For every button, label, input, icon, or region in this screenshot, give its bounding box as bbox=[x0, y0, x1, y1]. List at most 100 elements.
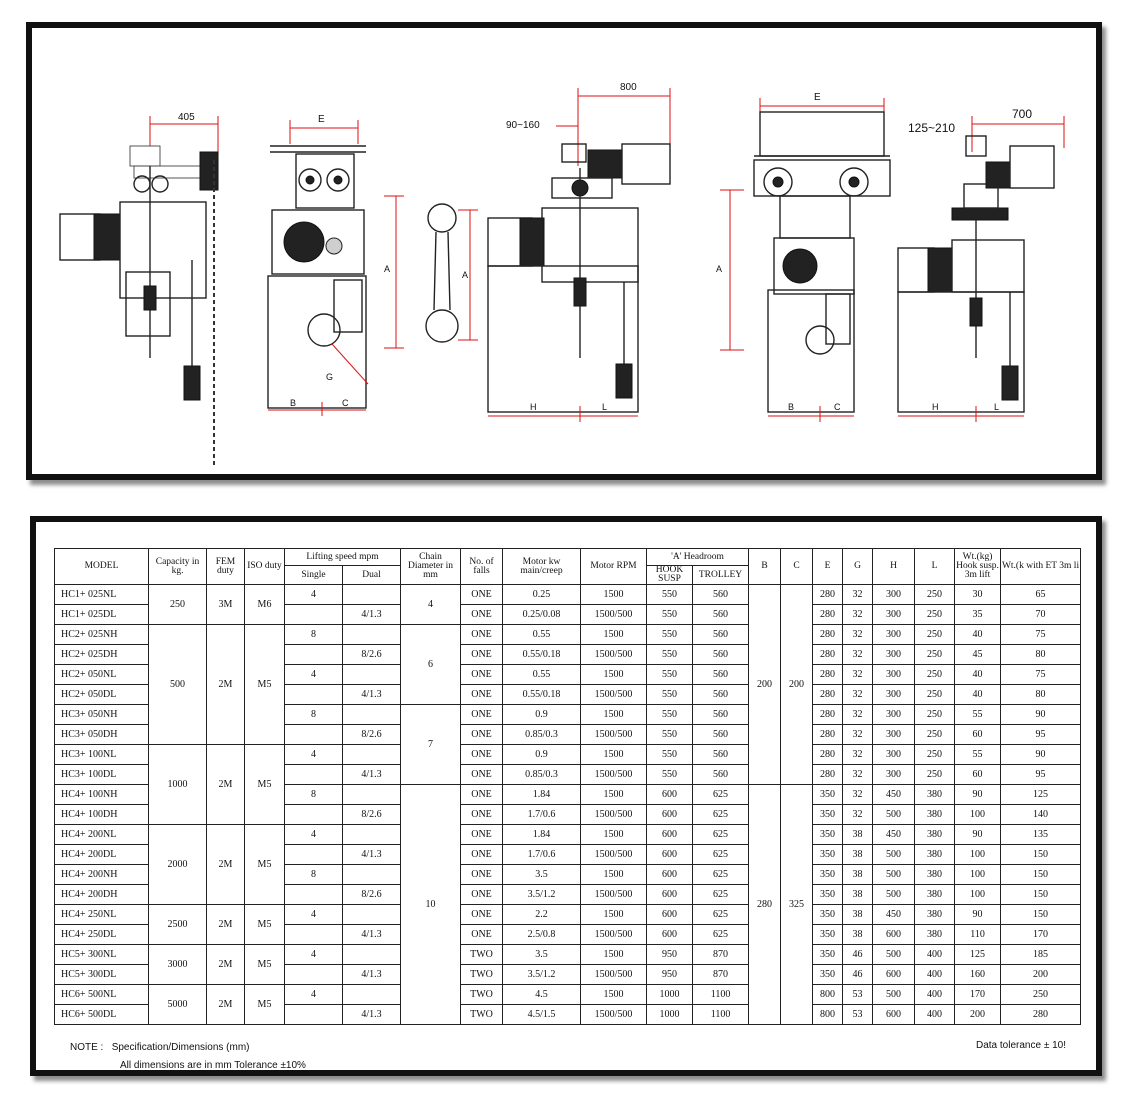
header-c: C bbox=[780, 548, 814, 585]
cell-h: 600 bbox=[872, 1004, 916, 1025]
cell-dual: 4/1.3 bbox=[341, 684, 402, 705]
cell-trolley: 560 bbox=[692, 644, 750, 665]
cell-trolley: 560 bbox=[692, 604, 750, 625]
cell-motor-rpm: 1500 bbox=[580, 944, 648, 965]
cell-h: 300 bbox=[872, 584, 916, 605]
cell-hook-susp: 1000 bbox=[646, 984, 694, 1005]
cell-l: 380 bbox=[914, 924, 956, 945]
cell-fem: 2M bbox=[206, 624, 245, 745]
cell-trolley: 625 bbox=[692, 924, 750, 945]
cell-g: 32 bbox=[842, 624, 874, 645]
cell-h: 500 bbox=[872, 804, 916, 825]
cell-capacity: 5000 bbox=[148, 984, 207, 1025]
cell-falls: ONE bbox=[460, 804, 504, 825]
cell-dual bbox=[341, 944, 402, 965]
cell-wt-hook: 170 bbox=[954, 984, 1002, 1005]
cell-e: 280 bbox=[812, 644, 844, 665]
cell-hook-susp: 550 bbox=[646, 624, 694, 645]
cell-g: 38 bbox=[842, 904, 874, 925]
cell-falls: TWO bbox=[460, 964, 504, 985]
cell-dual: 8/2.6 bbox=[341, 884, 402, 905]
cell-capacity: 2000 bbox=[148, 824, 207, 905]
cell-wt-et: 95 bbox=[1000, 724, 1082, 745]
cell-motor-kw: 0.55/0.18 bbox=[502, 684, 582, 705]
cell-model: HC5+ 300NL bbox=[54, 944, 149, 965]
cell-motor-rpm: 1500/500 bbox=[580, 924, 648, 945]
cell-trolley: 625 bbox=[692, 904, 750, 925]
cell-hook-susp: 600 bbox=[646, 844, 694, 865]
cell-h: 300 bbox=[872, 624, 916, 645]
cell-fem: 3M bbox=[206, 584, 245, 625]
header-model: MODEL bbox=[54, 548, 149, 585]
cell-e: 280 bbox=[812, 624, 844, 645]
cell-fem: 2M bbox=[206, 824, 245, 905]
cell-g: 38 bbox=[842, 824, 874, 845]
cell-wt-et: 80 bbox=[1000, 684, 1082, 705]
cell-single: 4 bbox=[284, 824, 343, 845]
dim-h2-label: H bbox=[932, 402, 939, 412]
cell-b: 200 bbox=[748, 584, 782, 785]
cell-e: 350 bbox=[812, 884, 844, 905]
note-line1: Specification/Dimensions (mm) bbox=[111, 1042, 250, 1053]
cell-falls: ONE bbox=[460, 844, 504, 865]
cell-trolley: 625 bbox=[692, 824, 750, 845]
dim-range-label: 90~160 bbox=[506, 120, 540, 131]
cell-trolley: 560 bbox=[692, 744, 750, 765]
cell-model: HC4+ 100DH bbox=[54, 804, 149, 825]
cell-trolley: 625 bbox=[692, 804, 750, 825]
cell-wt-hook: 125 bbox=[954, 944, 1002, 965]
cell-motor-kw: 3.5 bbox=[502, 944, 582, 965]
cell-e: 280 bbox=[812, 664, 844, 685]
cell-h: 500 bbox=[872, 884, 916, 905]
cell-falls: ONE bbox=[460, 664, 504, 685]
cell-single: 4 bbox=[284, 584, 343, 605]
cell-motor-rpm: 1500/500 bbox=[580, 1004, 648, 1025]
cell-wt-hook: 90 bbox=[954, 824, 1002, 845]
cell-dual bbox=[341, 784, 402, 805]
header-e: E bbox=[812, 548, 844, 585]
cell-trolley: 870 bbox=[692, 944, 750, 965]
cell-e: 350 bbox=[812, 784, 844, 805]
cell-motor-rpm: 1500/500 bbox=[580, 964, 648, 985]
cell-e: 350 bbox=[812, 964, 844, 985]
cell-l: 250 bbox=[914, 624, 956, 645]
cell-single: 4 bbox=[284, 944, 343, 965]
cell-trolley: 560 bbox=[692, 724, 750, 745]
cell-g: 32 bbox=[842, 764, 874, 785]
cell-h: 600 bbox=[872, 924, 916, 945]
cell-hook-susp: 600 bbox=[646, 864, 694, 885]
cell-motor-rpm: 1500/500 bbox=[580, 724, 648, 745]
cell-trolley: 870 bbox=[692, 964, 750, 985]
cell-l: 380 bbox=[914, 784, 956, 805]
cell-single: 4 bbox=[284, 904, 343, 925]
cell-hook-susp: 600 bbox=[646, 884, 694, 905]
cell-falls: ONE bbox=[460, 824, 504, 845]
cell-wt-et: 140 bbox=[1000, 804, 1082, 825]
cell-chain: 7 bbox=[400, 704, 462, 785]
cell-g: 46 bbox=[842, 944, 874, 965]
cell-single bbox=[284, 644, 343, 665]
cell-falls: ONE bbox=[460, 784, 504, 805]
cell-wt-hook: 35 bbox=[954, 604, 1002, 625]
cell-iso: M5 bbox=[244, 744, 285, 825]
cell-trolley: 625 bbox=[692, 784, 750, 805]
cell-g: 32 bbox=[842, 724, 874, 745]
cell-single: 8 bbox=[284, 864, 343, 885]
cell-wt-hook: 60 bbox=[954, 724, 1002, 745]
header-hook-susp: HOOK SUSP bbox=[646, 565, 694, 585]
dim-800-label: 800 bbox=[620, 82, 637, 93]
cell-motor-rpm: 1500/500 bbox=[580, 884, 648, 905]
cell-fem: 2M bbox=[206, 904, 245, 945]
cell-wt-et: 150 bbox=[1000, 844, 1082, 865]
cell-capacity: 2500 bbox=[148, 904, 207, 945]
cell-falls: ONE bbox=[460, 924, 504, 945]
cell-h: 450 bbox=[872, 904, 916, 925]
cell-hook-susp: 550 bbox=[646, 664, 694, 685]
cell-g: 38 bbox=[842, 884, 874, 905]
